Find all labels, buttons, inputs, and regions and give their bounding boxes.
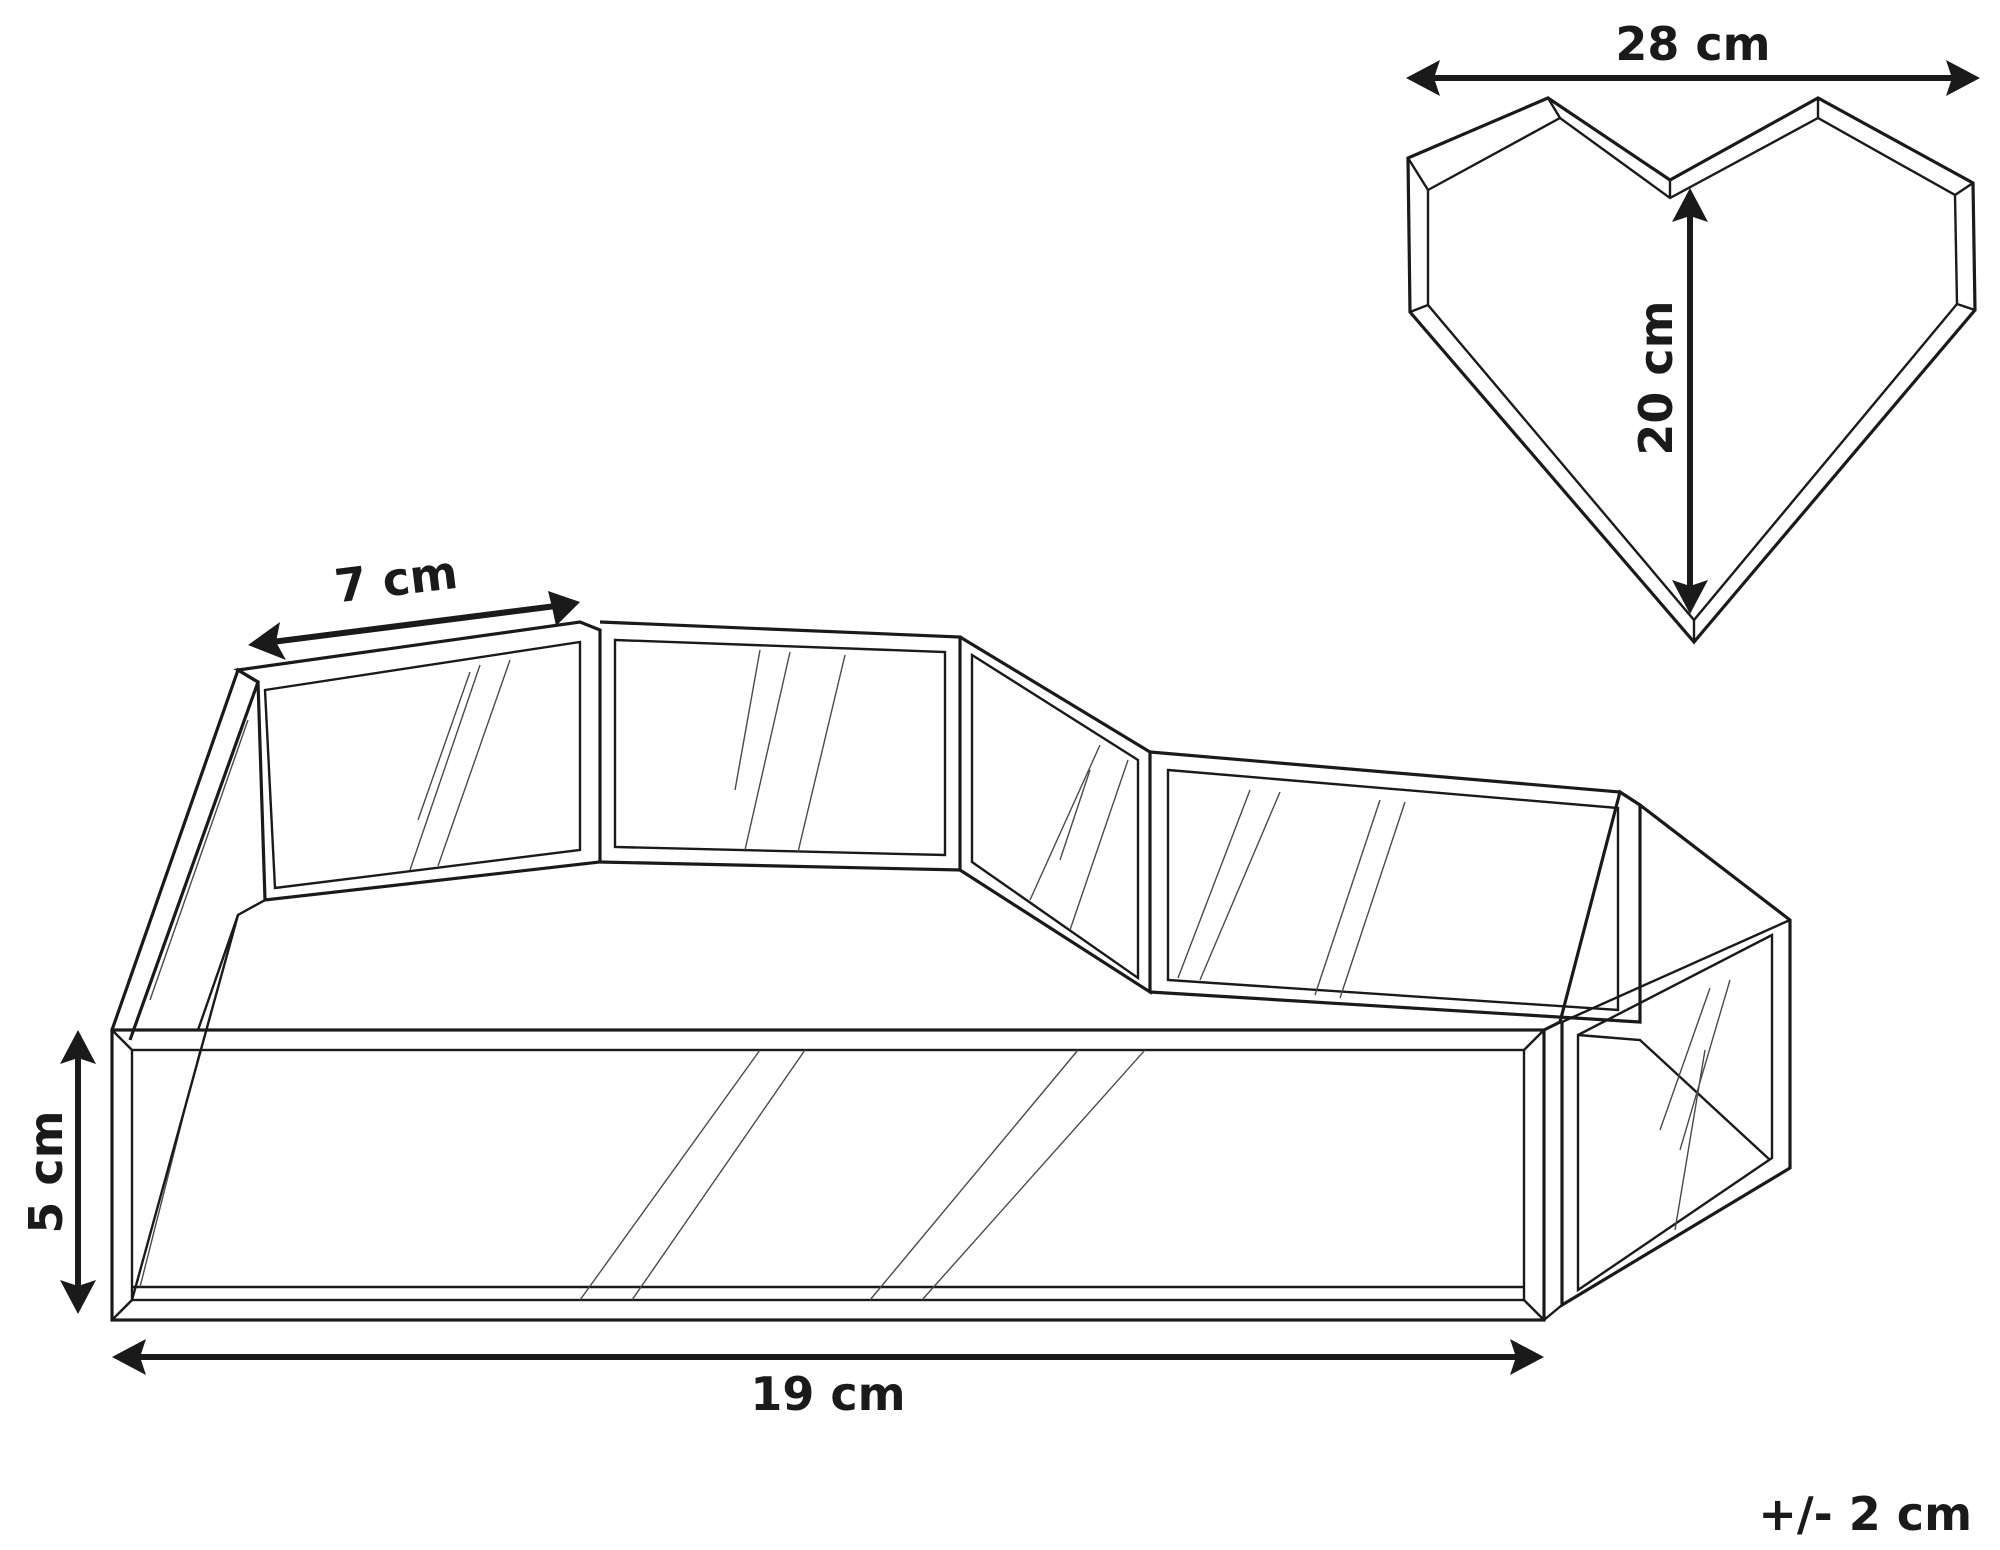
height-20cm-label: 20 cm [1629, 300, 1683, 455]
length-19cm-label: 19 cm [750, 1367, 905, 1421]
height-5cm-label: 5 cm [19, 1110, 73, 1233]
right-back-panel [1149, 750, 1642, 1024]
back-middle-panel [599, 620, 962, 872]
back-left-panel [233, 620, 602, 902]
right-end-panel [1543, 789, 1792, 1321]
left-panel [110, 667, 267, 1320]
width-28cm-label: 28 cm [1615, 17, 1770, 71]
diagonal-panel [959, 635, 1152, 995]
tolerance-note: +/- 2 cm [1758, 1487, 1972, 1541]
side-7cm-dimension [248, 591, 580, 660]
width-28cm-dimension [1406, 60, 1980, 96]
length-19cm-dimension [112, 1339, 1544, 1375]
side-7cm-label: 7 cm [332, 545, 461, 614]
height-20cm-dimension [1672, 188, 1708, 614]
heart-tray-perspective [110, 620, 1792, 1322]
front-panel [110, 1028, 1546, 1322]
heart-top-view [1406, 96, 1977, 645]
height-5cm-dimension [60, 1030, 96, 1314]
